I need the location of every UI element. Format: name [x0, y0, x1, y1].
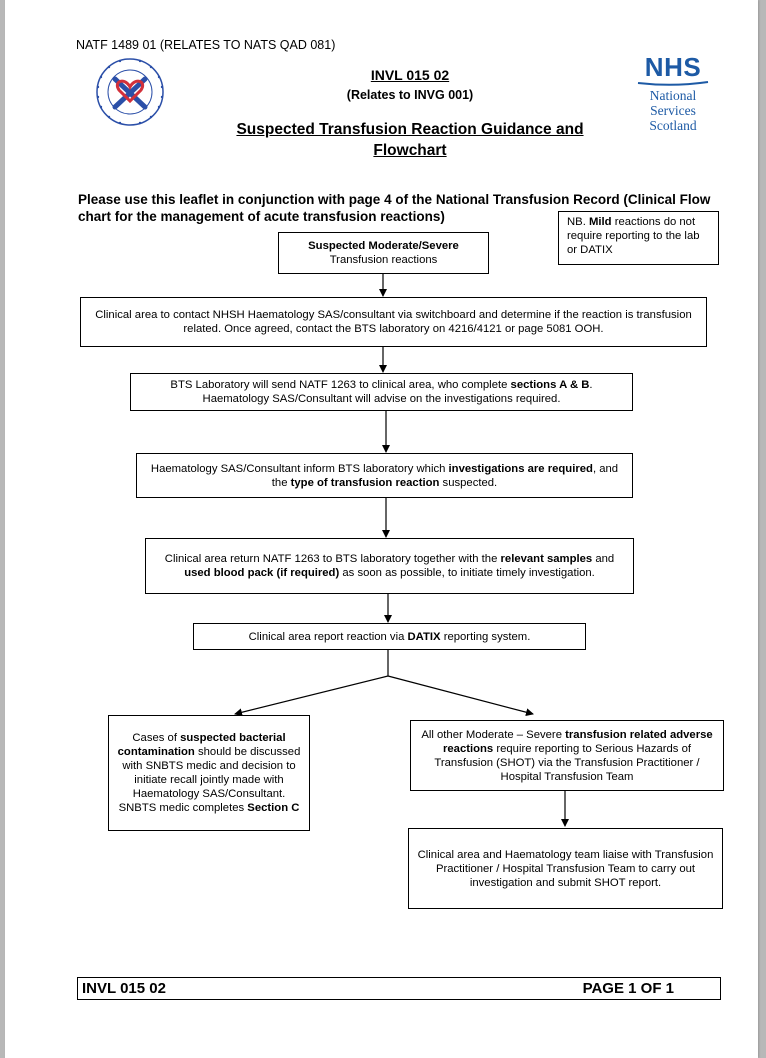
- page-footer: INVL 015 02 PAGE 1 OF 1: [77, 977, 721, 1000]
- snbts-logo: [85, 57, 175, 132]
- footer-doc-code: INVL 015 02: [82, 980, 166, 997]
- flow-step-contact-haematology: Clinical area to contact NHSH Haematolog…: [80, 297, 707, 347]
- intro-text: Please use this leaflet in conjunction w…: [78, 192, 711, 224]
- flow-branch-shot-reporting: All other Moderate – Severe transfusion …: [410, 720, 724, 791]
- flow-step-inform-investigations: Haematology SAS/Consultant inform BTS la…: [136, 453, 633, 498]
- document-page: NATF 1489 01 (RELATES TO NATS QAD 081) I…: [5, 0, 758, 1058]
- flow-branch-bacterial-contamination: Cases of suspected bacterial contaminati…: [108, 715, 310, 831]
- nhs-wordmark: NHS: [644, 52, 702, 82]
- nhs-logo: NHS National Services Scotland: [633, 52, 713, 133]
- footer-page-number: PAGE 1 OF 1: [582, 980, 674, 997]
- connector-arrow: [387, 675, 534, 717]
- document-code: INVL 015 02: [370, 67, 450, 83]
- connector-arrow: [234, 675, 389, 717]
- relates-to: (Relates to INVG 001): [346, 88, 474, 102]
- flow-step-datix-report: Clinical area report reaction via DATIX …: [193, 623, 586, 650]
- flow-step-return-samples: Clinical area return NATF 1263 to BTS la…: [145, 538, 634, 594]
- page-title: Suspected Transfusion Reaction Guidance …: [236, 121, 584, 159]
- nb-mild-note: NB. Mild reactions do not require report…: [558, 211, 719, 265]
- flow-step-submit-shot: Clinical area and Haematology team liais…: [408, 828, 723, 909]
- document-reference: NATF 1489 01 (RELATES TO NATS QAD 081): [76, 38, 336, 52]
- nhs-sub-national: National: [649, 88, 697, 103]
- nhs-sub-services: Services: [650, 103, 696, 118]
- flow-step-bts-send-form: BTS Laboratory will send NATF 1263 to cl…: [130, 373, 633, 411]
- flow-connectors: [234, 274, 569, 827]
- nhs-sub-scotland: Scotland: [649, 118, 697, 133]
